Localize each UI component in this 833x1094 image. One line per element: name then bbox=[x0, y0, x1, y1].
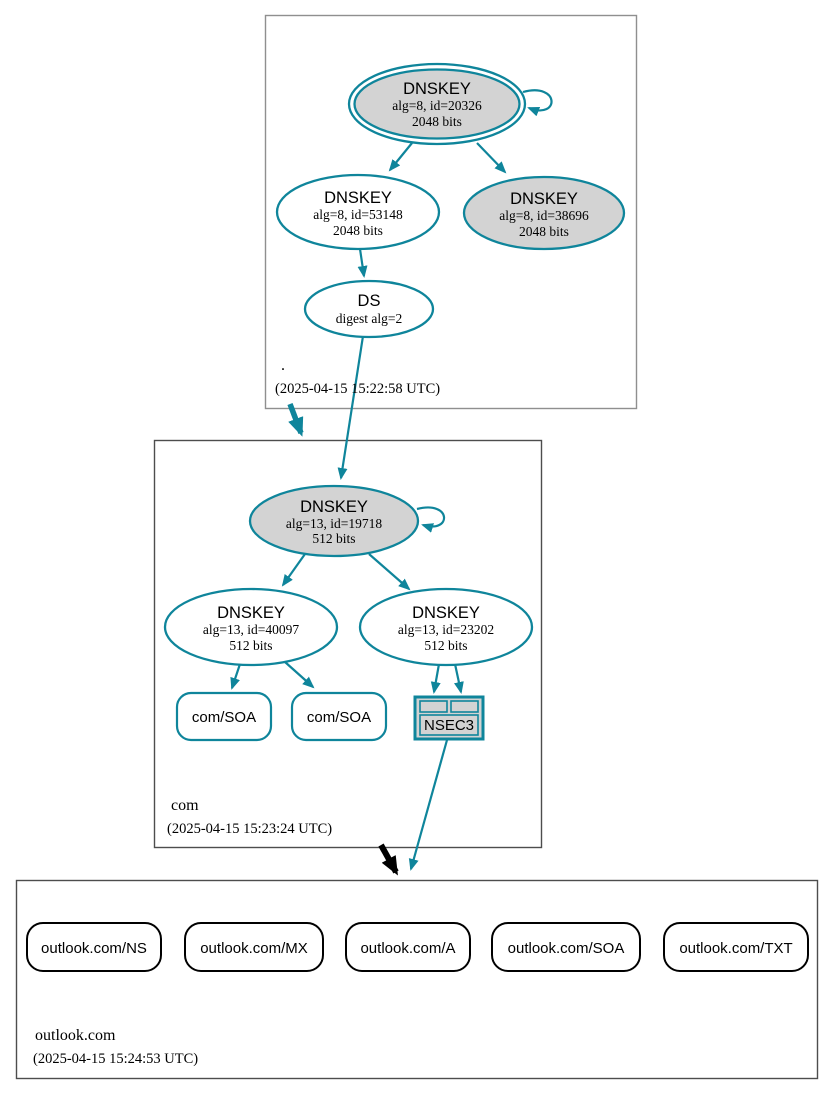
edge-com-delegation-to-outlook bbox=[378, 843, 399, 876]
node-root-ds[interactable]: DS digest alg=2 bbox=[303, 279, 435, 339]
root-key3-title: DNSKEY bbox=[510, 190, 578, 208]
edge-root-zsk-to-ds bbox=[357, 248, 368, 278]
com-zsk2-detail2: 512 bits bbox=[424, 638, 467, 653]
nsec3-label: NSEC3 bbox=[424, 717, 474, 734]
zone-box-root bbox=[264, 14, 638, 410]
com-zsk1-detail1: alg=13, id=40097 bbox=[203, 622, 299, 637]
edge-com-ksk-to-zsk2 bbox=[368, 553, 411, 591]
root-ksk-detail1: alg=8, id=20326 bbox=[392, 98, 482, 113]
com-zsk2-title: DNSKEY bbox=[412, 604, 480, 622]
root-key3-detail1: alg=8, id=38696 bbox=[499, 208, 589, 223]
root-key3-detail2: 2048 bits bbox=[519, 224, 569, 239]
com-zsk1-title: DNSKEY bbox=[217, 604, 285, 622]
zone-timestamp-outlook: (2025-04-15 15:24:53 UTC) bbox=[33, 1051, 198, 1067]
com-ksk-detail2: 512 bits bbox=[312, 531, 355, 546]
root-zsk-detail2: 2048 bits bbox=[333, 223, 383, 238]
com-ksk-title: DNSKEY bbox=[300, 498, 368, 516]
com-zsk1-detail2: 512 bits bbox=[229, 638, 272, 653]
com-zsk2-detail1: alg=13, id=23202 bbox=[398, 622, 494, 637]
outlook-ns-box bbox=[26, 922, 162, 972]
outlook-a-label: outlook.com/A bbox=[360, 940, 455, 957]
node-outlook-rrset-txt[interactable]: outlook.com/TXT bbox=[663, 922, 809, 972]
com-soa1-box bbox=[175, 691, 273, 742]
edge-com-ksk-to-zsk1 bbox=[281, 553, 306, 587]
com-soa1-label: com/SOA bbox=[192, 709, 256, 726]
outlook-txt-label: outlook.com/TXT bbox=[679, 940, 792, 957]
zone-label-outlook: outlook.com bbox=[35, 1027, 116, 1044]
outlook-mx-label: outlook.com/MX bbox=[200, 940, 308, 957]
node-com-ksk-dnskey-19718[interactable]: DNSKEY alg=13, id=19718 512 bits bbox=[248, 484, 420, 558]
edge-root-ksk-selfloop bbox=[522, 89, 553, 117]
outlook-txt-box bbox=[663, 922, 809, 972]
root-key3-ellipse bbox=[462, 175, 626, 251]
com-ksk-ellipse bbox=[248, 484, 420, 558]
zone-box-com bbox=[153, 439, 543, 849]
com-zsk1-ellipse bbox=[163, 587, 339, 667]
edge-com-ksk-selfloop bbox=[416, 506, 446, 533]
root-ksk-detail2: 2048 bits bbox=[412, 114, 462, 129]
edge-com-zsk2-to-nsec3-left bbox=[430, 663, 441, 694]
edge-root-delegation-to-com bbox=[287, 403, 304, 437]
node-outlook-rrset-mx[interactable]: outlook.com/MX bbox=[184, 922, 324, 972]
node-root-zsk-dnskey-53148[interactable]: DNSKEY alg=8, id=53148 2048 bits bbox=[275, 173, 441, 251]
root-ds-detail1: digest alg=2 bbox=[336, 311, 402, 326]
node-com-zsk-dnskey-40097[interactable]: DNSKEY alg=13, id=40097 512 bits bbox=[163, 587, 339, 667]
edge-root-ds-to-com-ksk bbox=[337, 335, 365, 480]
zone-label-root: . bbox=[281, 357, 285, 374]
root-zsk-ellipse bbox=[275, 173, 441, 251]
root-ksk-title: DNSKEY bbox=[403, 80, 471, 98]
node-outlook-rrset-soa[interactable]: outlook.com/SOA bbox=[491, 922, 641, 972]
root-ksk-inner-ellipse bbox=[353, 68, 521, 140]
com-ksk-detail1: alg=13, id=19718 bbox=[286, 516, 382, 531]
zone-timestamp-com: (2025-04-15 15:23:24 UTC) bbox=[167, 821, 332, 837]
outlook-mx-box bbox=[184, 922, 324, 972]
nsec3-cell-right bbox=[450, 700, 479, 713]
node-root-dnskey-38696[interactable]: DNSKEY alg=8, id=38696 2048 bits bbox=[462, 175, 626, 251]
outlook-a-box bbox=[345, 922, 471, 972]
edge-com-nsec3-to-outlook bbox=[408, 739, 449, 871]
edge-root-ksk-to-zsk bbox=[388, 142, 413, 172]
root-ds-title: DS bbox=[358, 292, 381, 310]
nsec3-label-cell bbox=[419, 714, 479, 736]
edge-com-zsk1-to-soa1 bbox=[230, 663, 242, 690]
root-zsk-detail1: alg=8, id=53148 bbox=[313, 207, 403, 222]
node-outlook-rrset-a[interactable]: outlook.com/A bbox=[345, 922, 471, 972]
edge-root-ksk-to-key3 bbox=[476, 142, 507, 174]
zone-timestamp-root: (2025-04-15 15:22:58 UTC) bbox=[275, 381, 440, 397]
zone-box-outlook bbox=[15, 879, 819, 1080]
root-ds-ellipse bbox=[303, 279, 435, 339]
com-zsk2-ellipse bbox=[358, 587, 534, 667]
outlook-soa-box bbox=[491, 922, 641, 972]
edge-com-zsk1-to-soa2 bbox=[284, 661, 315, 689]
node-com-nsec3[interactable]: NSEC3 bbox=[413, 695, 485, 741]
nsec3-cell-left bbox=[419, 700, 448, 713]
zone-label-com: com bbox=[171, 797, 199, 814]
com-soa2-box bbox=[290, 691, 388, 742]
node-com-soa-1[interactable]: com/SOA bbox=[175, 691, 273, 742]
edge-com-zsk2-to-nsec3-right bbox=[453, 663, 464, 694]
outlook-soa-label: outlook.com/SOA bbox=[508, 940, 625, 957]
outlook-ns-label: outlook.com/NS bbox=[41, 940, 147, 957]
node-root-ksk-dnskey-20326[interactable]: DNSKEY alg=8, id=20326 2048 bits bbox=[347, 62, 527, 146]
com-soa2-label: com/SOA bbox=[307, 709, 371, 726]
node-com-zsk-dnskey-23202[interactable]: DNSKEY alg=13, id=23202 512 bits bbox=[358, 587, 534, 667]
root-zsk-title: DNSKEY bbox=[324, 189, 392, 207]
node-com-soa-2[interactable]: com/SOA bbox=[290, 691, 388, 742]
node-outlook-rrset-ns[interactable]: outlook.com/NS bbox=[26, 922, 162, 972]
